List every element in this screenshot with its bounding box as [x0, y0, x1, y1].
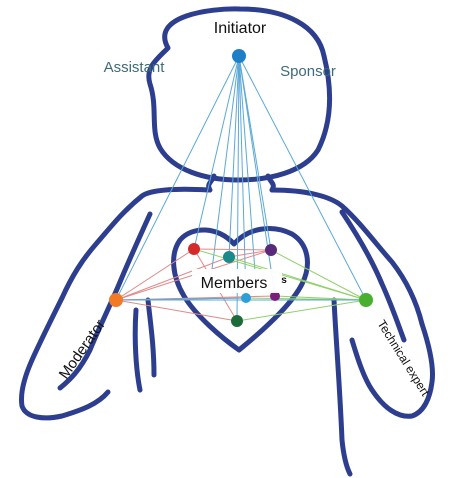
- member-node-darkgreen: [231, 315, 243, 327]
- member-node-teal: [223, 251, 235, 263]
- members-label: Members: [201, 275, 268, 292]
- moderator-label: Moderator: [56, 317, 109, 383]
- assistant-label: Assistant: [104, 59, 166, 76]
- figure-outline: [21, 9, 432, 474]
- left-arm-outer: [21, 298, 108, 418]
- initiator-label: Initiator: [214, 20, 267, 37]
- member-node-red: [188, 243, 200, 255]
- member-node-lightblue: [241, 293, 251, 303]
- shoulder-right-outline: [272, 190, 422, 324]
- technical-expert-node: [359, 293, 373, 307]
- sponsor-label: Sponsor: [280, 63, 336, 80]
- left-lower-torso: [135, 310, 140, 390]
- left-torso-line: [148, 300, 154, 375]
- member-node-purple: [265, 244, 277, 256]
- members-extra-label: s: [281, 275, 287, 286]
- right-arm-inner: [342, 212, 404, 340]
- right-torso-line: [334, 300, 350, 474]
- initiator-node: [232, 49, 246, 63]
- moderator-node: [109, 293, 123, 307]
